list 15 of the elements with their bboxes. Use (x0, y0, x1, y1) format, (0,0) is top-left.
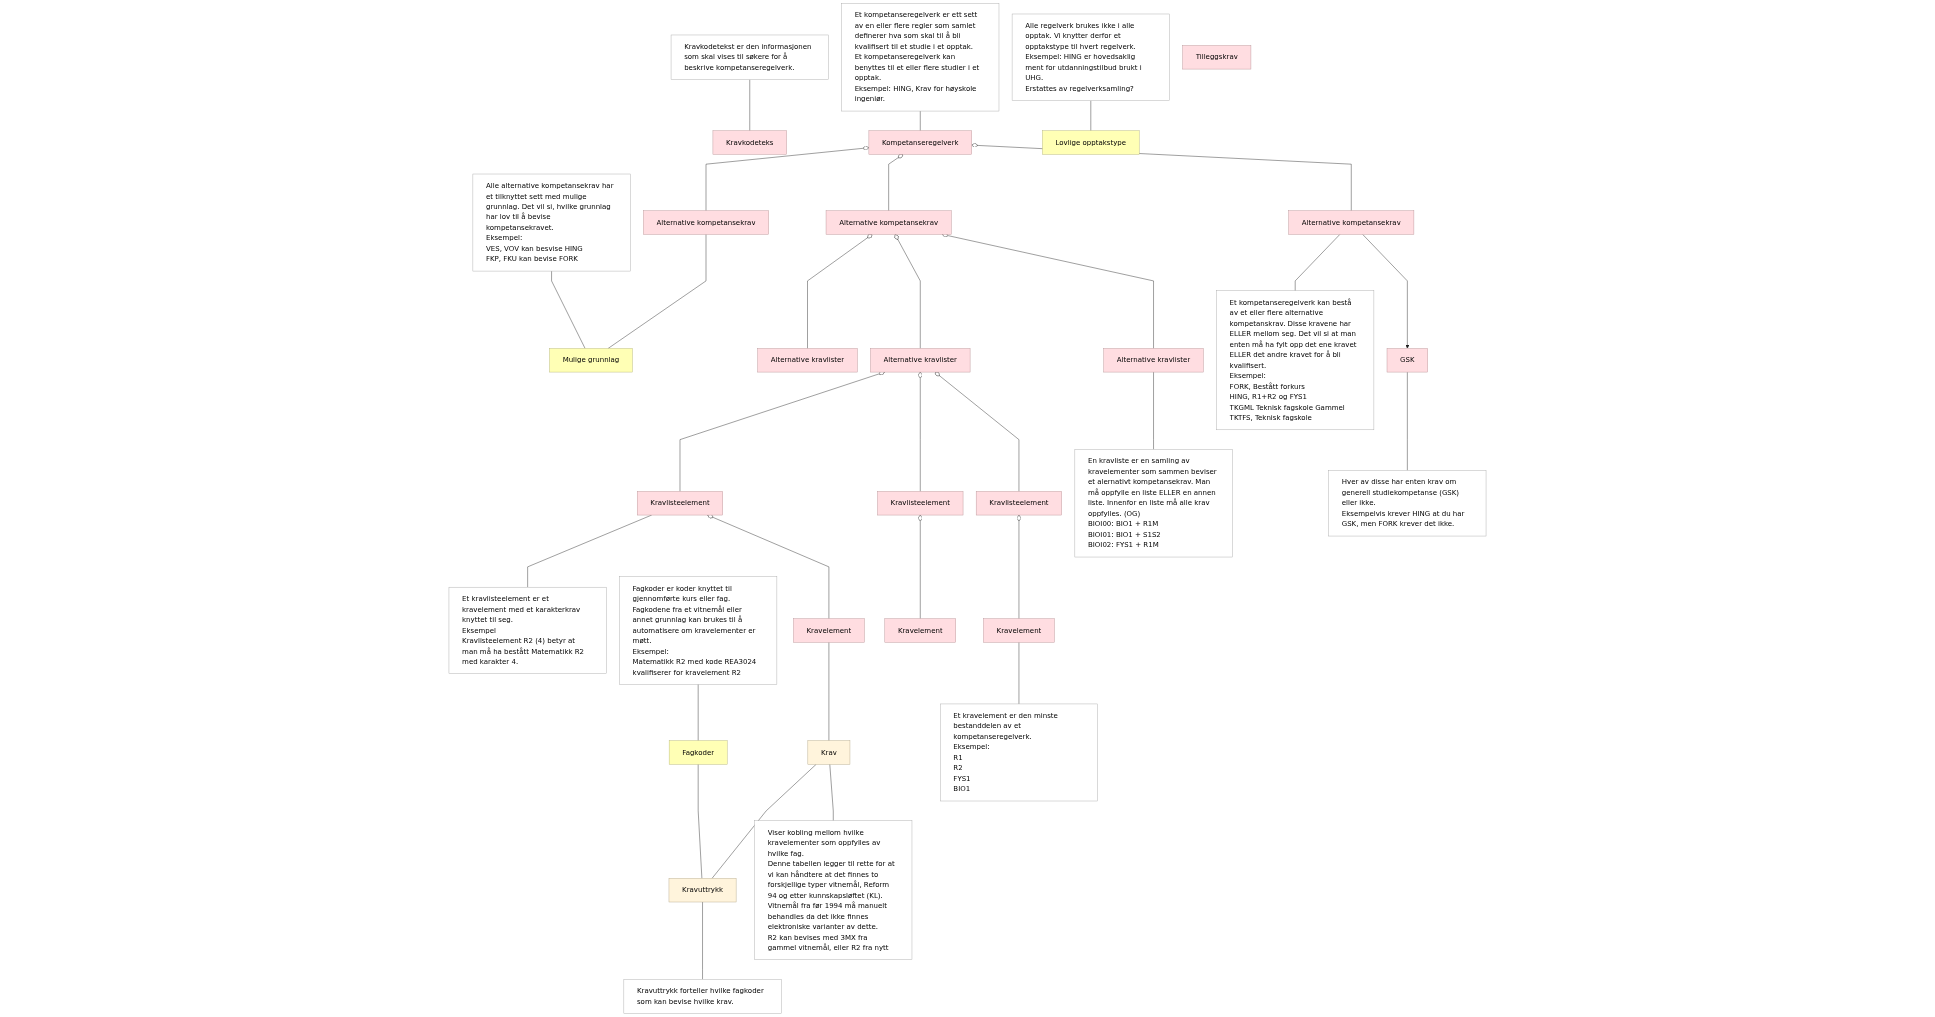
connector-line (697, 764, 703, 879)
connector-line (920, 110, 921, 131)
connector-line (1407, 371, 1408, 471)
connector-line (749, 79, 750, 131)
connector-line (697, 684, 699, 741)
connector-line (1153, 371, 1154, 450)
connector-line (1090, 100, 1091, 131)
connector-line (711, 764, 817, 879)
connector-line (551, 270, 586, 349)
connector-line (1294, 234, 1341, 291)
connector-line (607, 234, 707, 349)
connector-line (702, 901, 703, 980)
connector-line (828, 642, 830, 741)
connector-line (829, 764, 834, 821)
connector-line (1018, 642, 1020, 705)
